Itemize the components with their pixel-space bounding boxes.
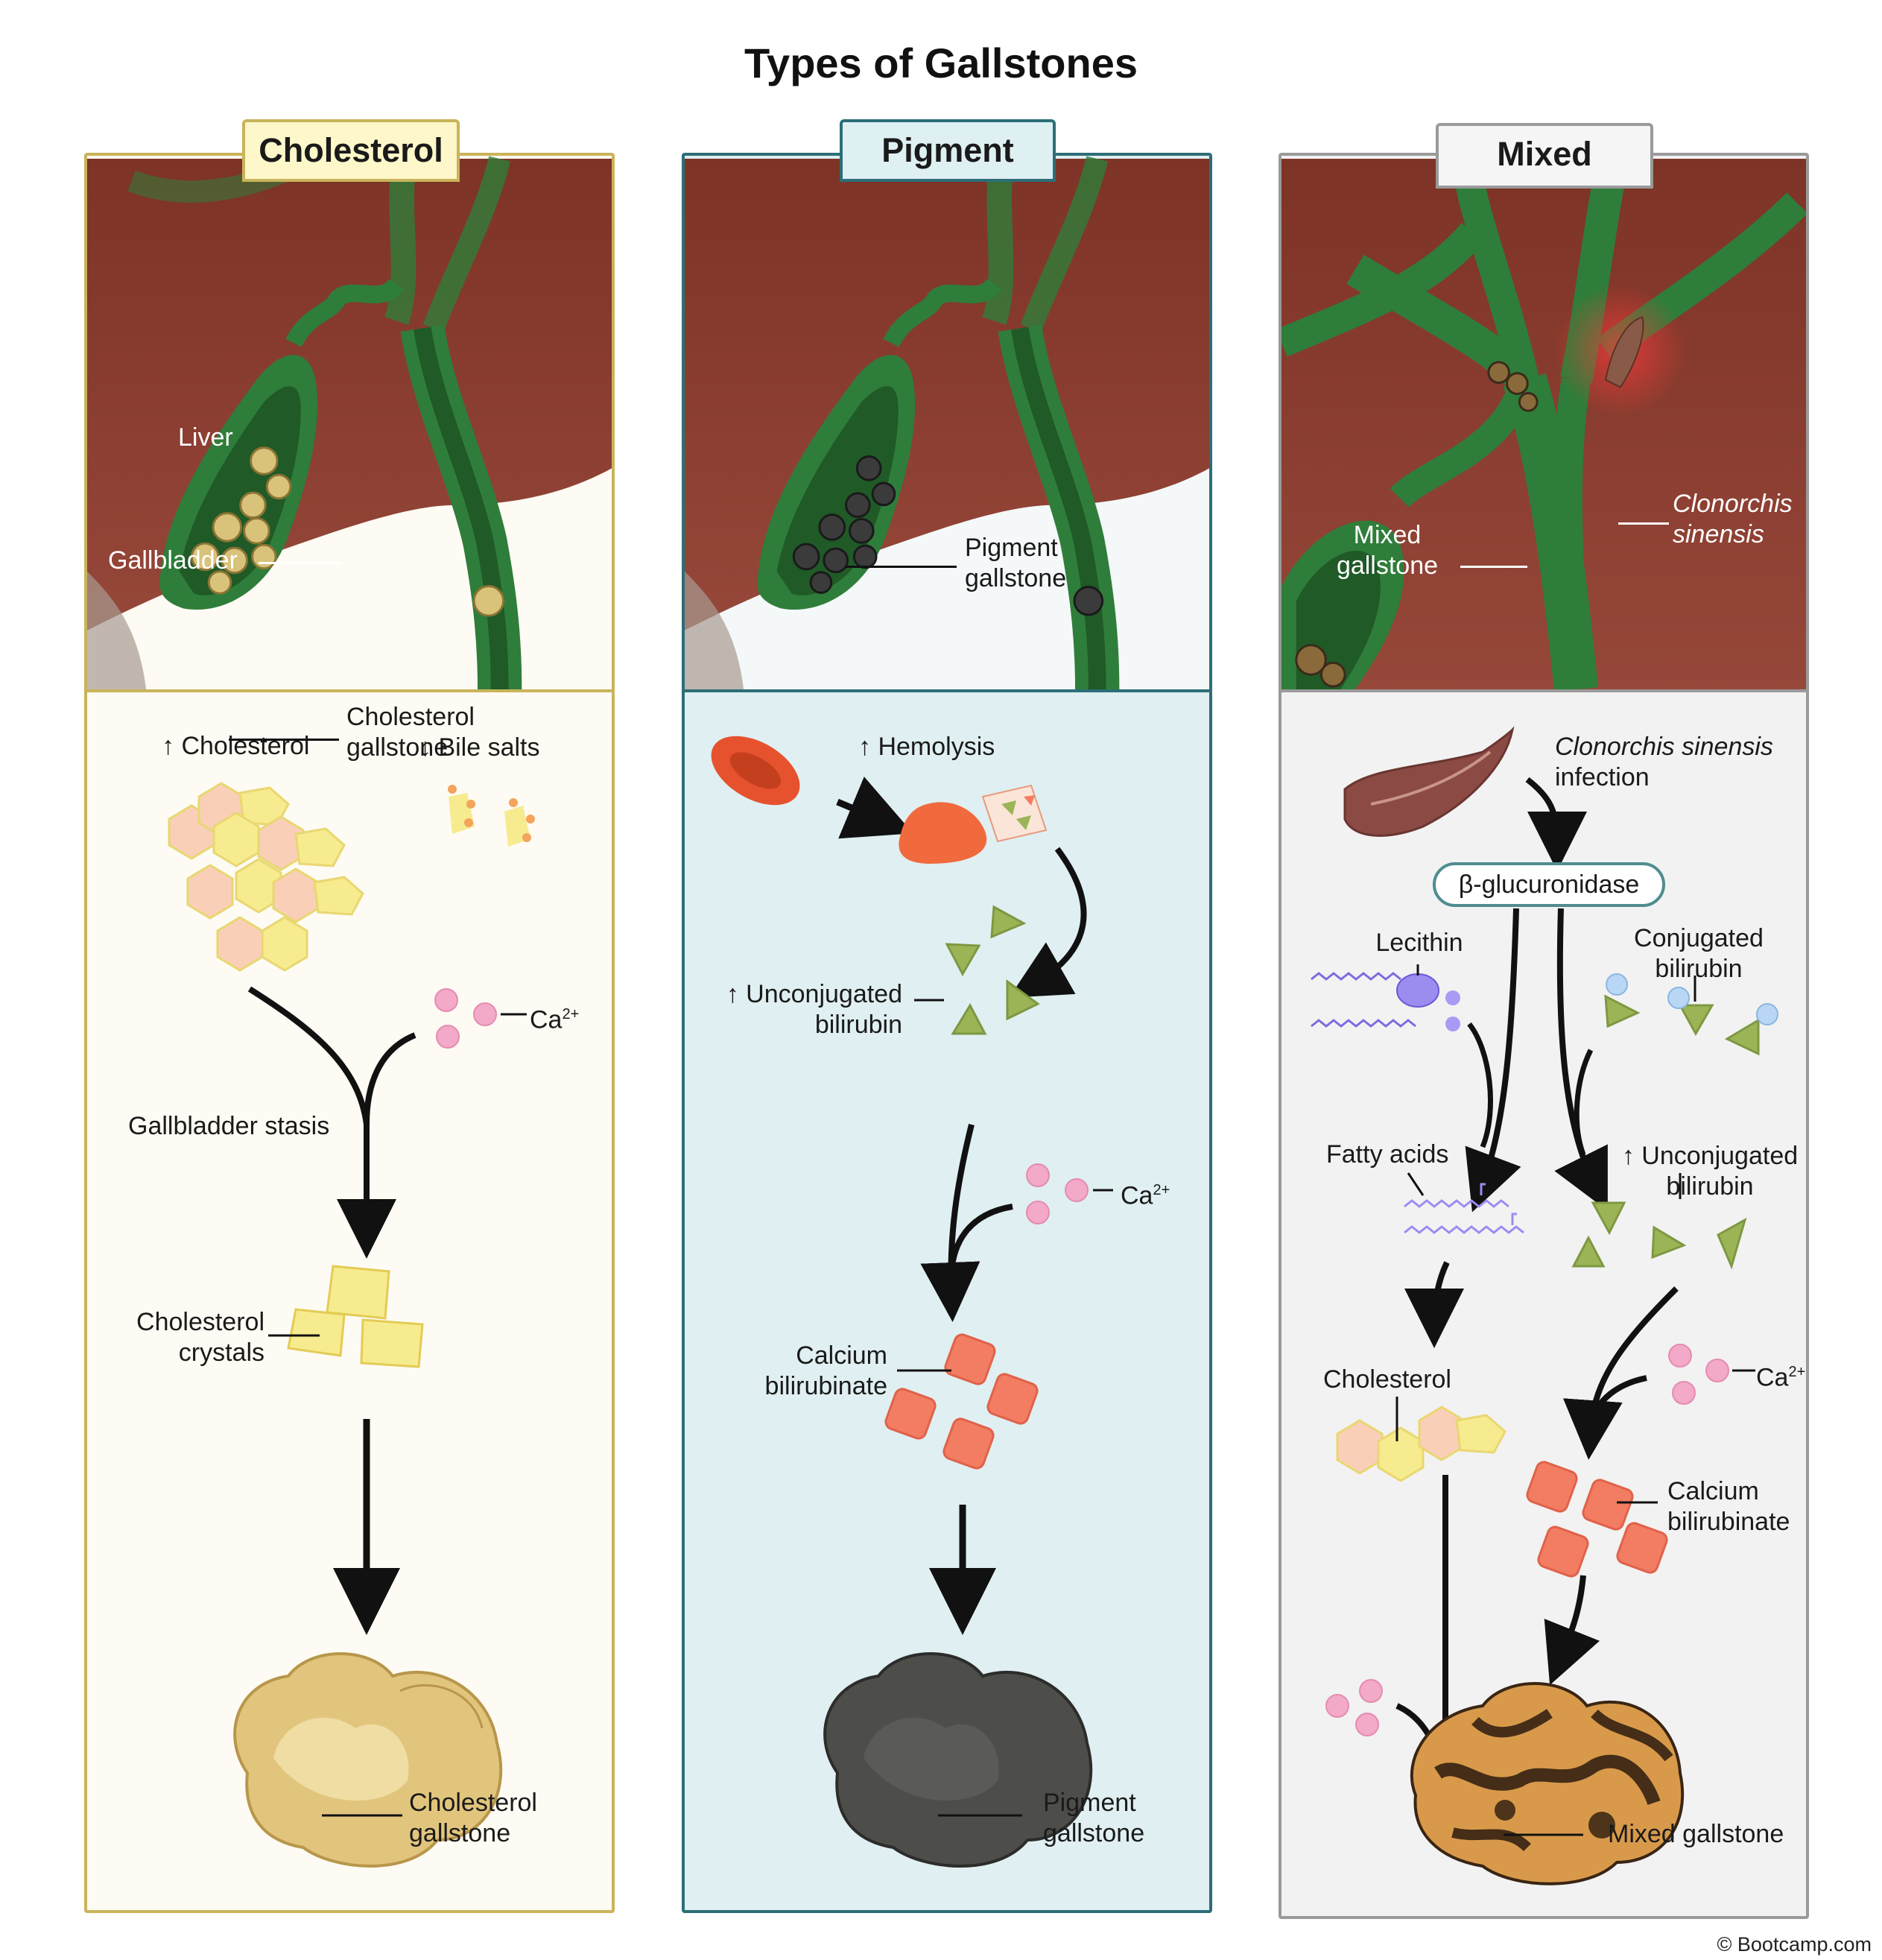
section-divider [1281, 689, 1806, 692]
increased-cholesterol-label: ↑ Cholesterol [162, 732, 310, 760]
clonorchis-label-1: Clonorchis [1673, 490, 1793, 518]
tab-cholesterol: Cholesterol [242, 119, 460, 182]
cholesterol-gallstone-label-2: gallstone [409, 1819, 511, 1847]
cholesterol-crystals-label-2: crystals [178, 1338, 264, 1367]
pigment-stone-top-label-2: gallstone [965, 564, 1067, 592]
pigment-gallstone-label-2: gallstone [1043, 1819, 1145, 1847]
mixed-pathway-graphics [1311, 726, 1778, 1885]
calcium-bilirubinate-label-2: bilirubinate [764, 1372, 887, 1400]
cholesterol-stone-top-label-2: gallstone [346, 733, 449, 762]
section-divider [685, 689, 1209, 692]
liver-label: Liver [178, 423, 233, 452]
clonorchis-leader [1618, 522, 1669, 525]
tab-pigment: Pigment [840, 119, 1056, 182]
beta-glucuronidase-enzyme: β-glucuronidase [1433, 862, 1665, 907]
clonorchis-label-2: sinensis [1673, 520, 1764, 549]
cholesterol-panel: Liver Gallbladder Cholesterol gallstone [84, 153, 615, 1913]
section-divider [87, 689, 612, 692]
decreased-bile-salts-label: ↓ Bile salts [419, 733, 540, 762]
mixed-stone-top-label-1: Mixed [1353, 521, 1422, 549]
unconjugated-bilirubin-label-1: ↑ Unconjugated [1621, 1142, 1799, 1170]
conjugated-bilirubin-label-2: bilirubin [1655, 955, 1743, 983]
cholesterol-stone-top-leader [229, 739, 339, 741]
cholesterol-crystals-label-1: Cholesterol [136, 1308, 264, 1336]
cholesterol-gallstone-label-1: Cholesterol [409, 1789, 537, 1817]
mixed-stone-top-label-2: gallstone [1336, 551, 1439, 580]
unconjugated-bilirubin-label-1: ↑ Unconjugated [726, 980, 902, 1008]
calcium-ion-label: Ca2+ [530, 1005, 580, 1034]
page-title: Types of Gallstones [744, 39, 1138, 86]
mixed-panel: Mixed gallstone Clonorchis sinensis [1279, 153, 1809, 1919]
calcium-bilirubinate-label-2: bilirubinate [1667, 1508, 1790, 1536]
gallbladder-label: Gallbladder [108, 546, 238, 575]
infection-label-2: infection [1555, 763, 1650, 791]
pigment-anatomy-illustration [685, 156, 1209, 689]
infection-label-1: Clonorchis sinensis [1555, 733, 1773, 761]
pigment-stone-top-leader [845, 566, 957, 568]
mixed-cholesterol-label: Cholesterol [1323, 1365, 1451, 1394]
cholesterol-anatomy-illustration [87, 156, 612, 689]
calcium-ion-label: Ca2+ [1121, 1181, 1170, 1210]
mixed-anatomy-illustration [1281, 156, 1806, 692]
hemolysis-label: ↑ Hemolysis [858, 733, 995, 761]
mixed-gallstone-label: Mixed gallstone [1608, 1820, 1784, 1848]
mixed-stone-top-leader [1460, 566, 1527, 568]
copyright-notice: © Bootcamp.com [1717, 1933, 1872, 1956]
unconjugated-bilirubin-label-2: bilirubin [1666, 1172, 1754, 1201]
calcium-bilirubinate-label-1: Calcium [796, 1341, 887, 1370]
pigment-gallstone-label-1: Pigment [1043, 1789, 1136, 1817]
gallbladder-leader [259, 562, 340, 564]
calcium-ion-label: Ca2+ [1756, 1363, 1806, 1392]
pigment-panel: Pigment gallstone [682, 153, 1212, 1913]
lecithin-label: Lecithin [1375, 929, 1463, 957]
unconjugated-bilirubin-label-2: bilirubin [814, 1011, 902, 1039]
pigment-stone-top-label-1: Pigment [965, 534, 1058, 562]
calcium-bilirubinate-label-1: Calcium [1667, 1477, 1759, 1505]
gallbladder-stasis-label: Gallbladder stasis [128, 1112, 330, 1140]
fatty-acids-label: Fatty acids [1326, 1140, 1449, 1169]
tab-mixed: Mixed [1436, 123, 1653, 189]
cholesterol-stone-top-label-1: Cholesterol [346, 703, 475, 731]
cholesterol-pathway-graphics [168, 782, 535, 1868]
conjugated-bilirubin-label-1: Conjugated [1634, 924, 1764, 952]
pigment-pathway-graphics [711, 736, 1113, 1868]
